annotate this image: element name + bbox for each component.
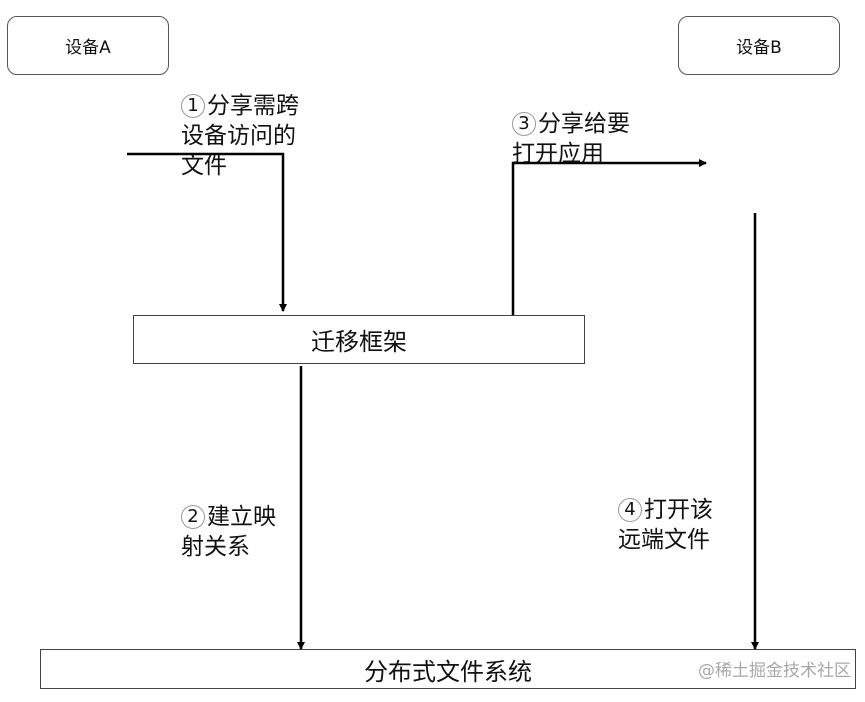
migration-framework-node: 迁移框架	[133, 315, 585, 364]
device-b-node: 设备B	[678, 16, 840, 75]
step-number-1: 1	[181, 94, 205, 118]
step-number-4: 4	[618, 498, 642, 522]
watermark: @稀土掘金技术社区	[698, 661, 851, 681]
distributed-file-system-node: 分布式文件系统	[40, 649, 856, 689]
device-a-node: 设备A	[7, 16, 169, 75]
arrow-step-1	[127, 152, 287, 312]
device-b-label: 设备B	[736, 38, 782, 58]
device-a-label: 设备A	[65, 38, 111, 58]
dfs-label: 分布式文件系统	[364, 657, 532, 686]
step-number-3: 3	[512, 112, 536, 136]
step-number-2: 2	[181, 505, 205, 529]
arrow-step-3	[511, 159, 707, 315]
framework-label: 迁移框架	[311, 328, 407, 356]
